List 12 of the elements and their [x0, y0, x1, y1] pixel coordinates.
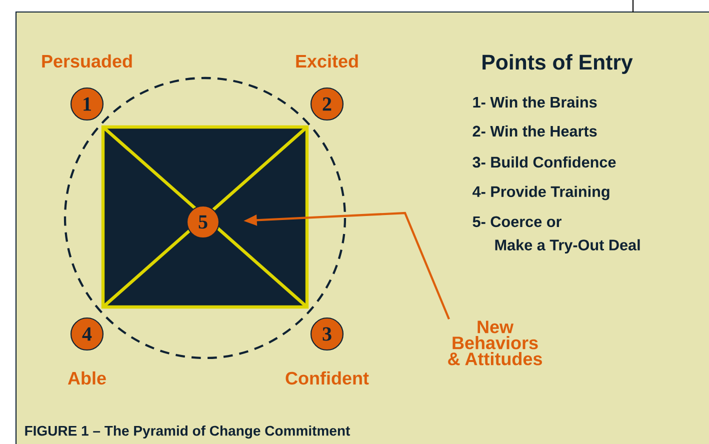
list-item: 1- Win the Brains — [473, 96, 597, 108]
callout-text: New Behaviors & Attitudes — [448, 320, 542, 366]
list-item: 5- Coerce or Make a Try-Out Deal — [472, 216, 640, 254]
list-item: 3- Build Confidence — [472, 156, 616, 168]
figure-caption: FIGURE 1 – The Pyramid of Change Commitment — [25, 425, 350, 439]
corner-label: Confident — [286, 371, 369, 385]
list-item: 2- Win the Hearts — [472, 125, 597, 137]
corner-label: Persuaded — [42, 54, 132, 68]
corner-label: Excited — [296, 54, 358, 68]
corner-label: Able — [68, 371, 106, 385]
list-item: 4- Provide Training — [472, 186, 610, 200]
list-heading: Points of Entry — [482, 54, 633, 74]
